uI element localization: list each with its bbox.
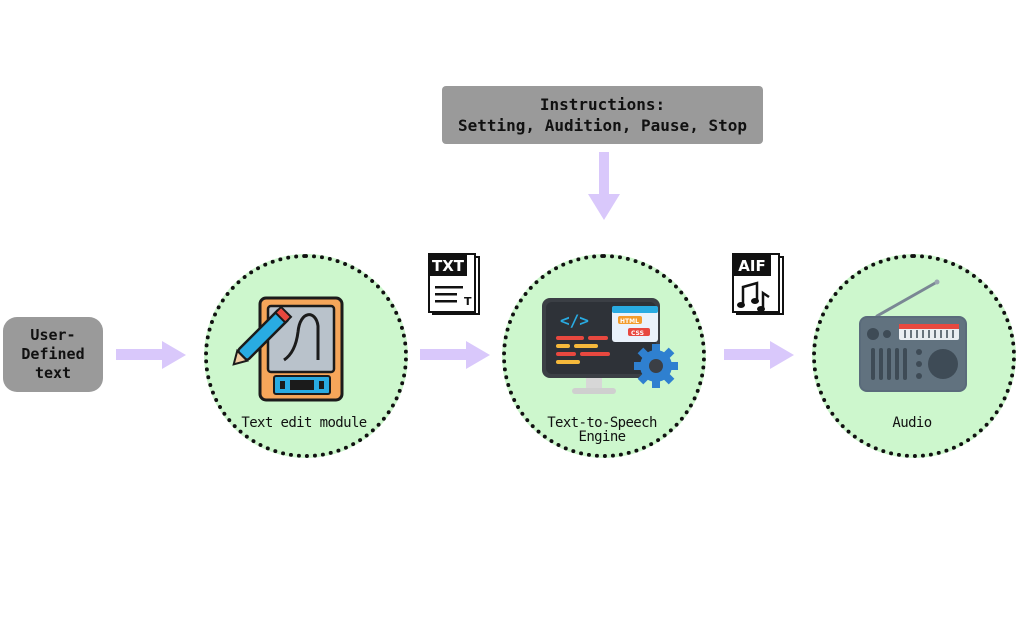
txt-file-icon: TXT T bbox=[428, 253, 480, 315]
audio-label: Audio bbox=[892, 415, 932, 431]
svg-text:HTML: HTML bbox=[620, 318, 639, 325]
aif-label: AIF bbox=[738, 257, 765, 275]
input-line-1: User- bbox=[30, 326, 76, 344]
down-arrow bbox=[588, 152, 620, 220]
instructions-box: Instructions: Setting, Audition, Pause, … bbox=[442, 86, 763, 144]
code-monitor-gear-icon: </> HTML CSS bbox=[542, 298, 678, 394]
txt-sub-label: T bbox=[464, 295, 472, 308]
instructions-list: Setting, Audition, Pause, Stop bbox=[458, 116, 747, 135]
input-line-3: text bbox=[34, 364, 72, 382]
aif-music-file-icon: AIF bbox=[732, 253, 784, 315]
radio-icon bbox=[859, 279, 967, 392]
input-line-2: Defined bbox=[21, 345, 85, 363]
svg-text:</>: </> bbox=[560, 311, 589, 330]
tts-engine-label-line1: Text-to-Speech bbox=[547, 415, 657, 431]
arrow-input-to-edit bbox=[116, 341, 186, 369]
arrow-tts-to-audio bbox=[724, 341, 794, 369]
arrow-edit-to-tts bbox=[420, 341, 490, 369]
tablet-pen-icon bbox=[232, 296, 344, 402]
tts-engine-label: Text-to-Speech Engine bbox=[502, 416, 702, 444]
text-edit-module-label: Text edit module bbox=[241, 415, 367, 431]
svg-text:CSS: CSS bbox=[631, 330, 644, 337]
instructions-title: Instructions: bbox=[539, 95, 666, 114]
tts-engine-label-line2: Engine bbox=[578, 429, 627, 445]
user-defined-text-node: User- Defined text bbox=[3, 317, 103, 392]
txt-label: TXT bbox=[432, 257, 465, 275]
